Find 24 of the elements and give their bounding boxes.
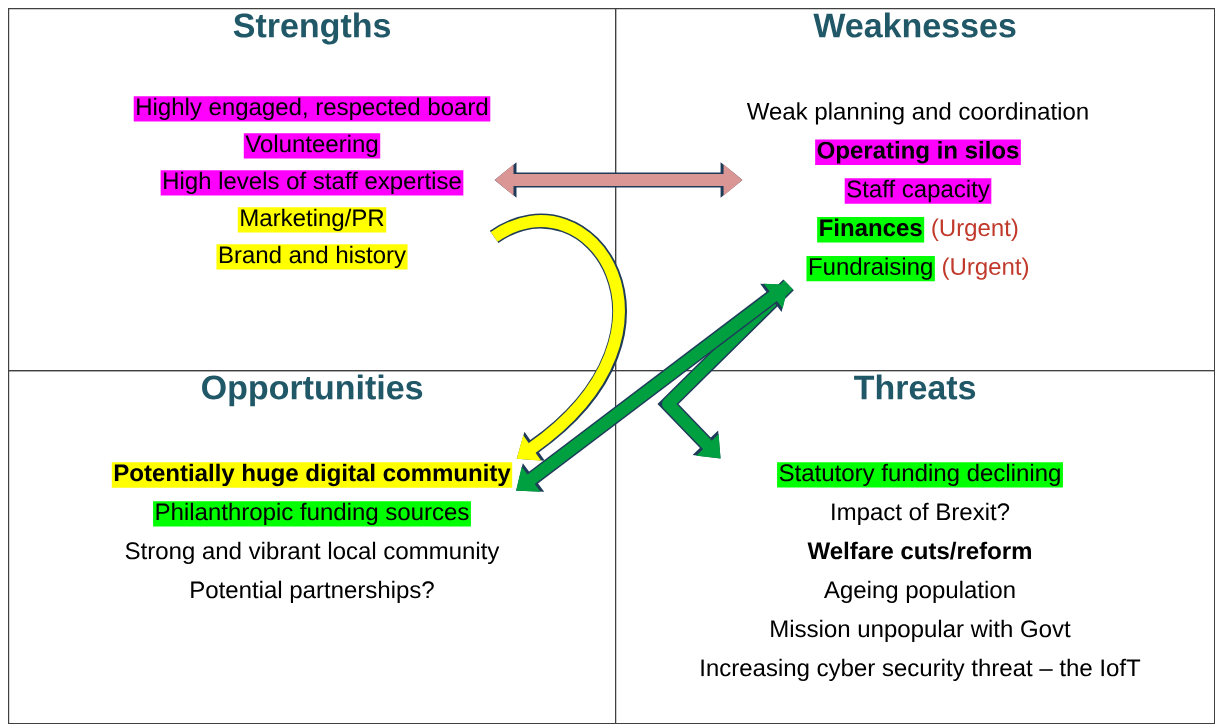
arrow bbox=[490, 213, 627, 461]
node-label: Weak planning and coordination bbox=[746, 102, 1088, 125]
node-label: Finances bbox=[820, 218, 922, 237]
item-list: Highly engaged, respected board Volunteering High levels of staff expertise Marketing/PR Brand and history bbox=[133, 96, 491, 270]
node-label: Marketing/PR bbox=[241, 208, 384, 232]
node-label: Welfare cuts/reform bbox=[807, 541, 1031, 560]
node-label: (Urgent) bbox=[943, 257, 1029, 280]
item-list: Potentially huge digital community Philanthropic funding sources Strong and vibrant local community Potential partnerships? bbox=[111, 462, 513, 604]
node-label: Fundraising bbox=[809, 257, 932, 280]
node-label: Potential partnerships? bbox=[191, 580, 434, 604]
node-label: (Urgent) bbox=[932, 218, 1018, 241]
arrow bbox=[657, 279, 794, 459]
item-list: Weak planning and coordination Operating in silos Staff capacity Finances (Urgent) Fundraising (Urgent) bbox=[746, 102, 1088, 282]
node-label: Ageing population bbox=[823, 580, 1015, 604]
node-label: Strong and vibrant local community bbox=[125, 541, 500, 565]
node-label: Increasing cyber security threat – the IofT bbox=[701, 658, 1141, 682]
node-label: Philanthropic funding sources bbox=[156, 502, 469, 526]
item-list: Statutory funding declining Impact of Brexit? Welfare cuts/reform Ageing population Mission unpopular with Govt Increasing cyber security threat – the IofT bbox=[701, 462, 1141, 682]
node-label: High levels of staff expertise bbox=[164, 171, 461, 195]
node-label: Volunteering bbox=[245, 134, 378, 158]
node-label: Mission unpopular with Govt bbox=[771, 619, 1071, 643]
node-label: Staff capacity bbox=[847, 179, 990, 203]
node-label: Brand and history bbox=[219, 245, 406, 269]
node-label: Impact of Brexit? bbox=[832, 502, 1010, 526]
